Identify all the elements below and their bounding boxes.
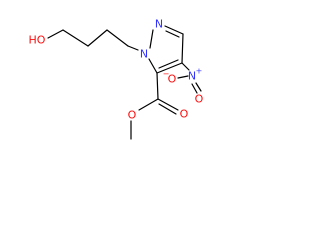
bond-c4-c5-inner	[158, 59, 179, 69]
bond-c5-n1	[148, 58, 158, 74]
nitro-nitrogen-label: N	[188, 70, 196, 83]
ester-ether-oxygen-label: O	[128, 109, 137, 122]
structural-formula: HO N N N + O O − O O	[29, 18, 204, 140]
atom-labels: HO N N N + O O − O O	[29, 18, 204, 122]
nitro-nitrogen-charge: +	[196, 67, 203, 76]
ester-carbonyl-oxygen-label: O	[180, 108, 189, 121]
ring-nitrogen-substituted-label: N	[140, 48, 148, 61]
bond-ccarbonyl-oether	[138, 98, 159, 111]
bond-n2-c3-inner	[165, 30, 180, 38]
bond-o-c1	[47, 29, 64, 39]
bond-c4-n1	[127, 45, 139, 51]
bond-nnitro-obottom-2	[191, 83, 198, 94]
bonds	[47, 25, 202, 140]
bond-c5-ccarbonyl	[156, 72, 159, 100]
nitro-oxygen-charge: −	[163, 70, 170, 79]
hydroxyl-label: HO	[29, 34, 46, 47]
bond-ccarbonyl-o	[157, 98, 179, 111]
bond-c1-c2	[62, 29, 89, 47]
bond-c3-c4	[106, 29, 129, 47]
bond-c4-nnitro	[181, 62, 190, 71]
bond-c4-c5	[156, 62, 183, 74]
nitro-oxygen-bottom-label: O	[195, 93, 204, 106]
nitro-oxygen-left-label: O	[168, 73, 177, 86]
bond-nnitro-oleft	[177, 75, 189, 79]
bond-nnitro-obottom	[195, 82, 202, 92]
bond-ccarbonyl-o-2	[158, 103, 177, 115]
bond-c3-c4	[181, 33, 184, 64]
bond-c2-c3	[87, 29, 108, 47]
ring-nitrogen-top-label: N	[155, 18, 163, 31]
bond-n2-c3	[164, 25, 184, 35]
bond-n1-n2	[149, 29, 154, 49]
